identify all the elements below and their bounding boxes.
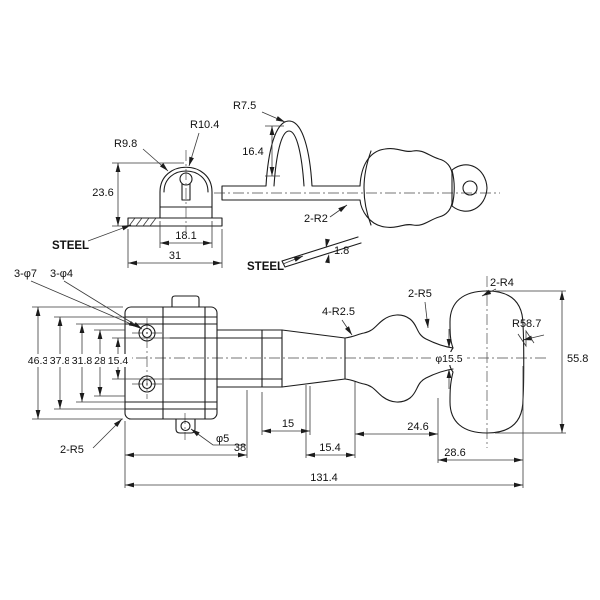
dim-31-8-label: 31.8 (72, 355, 93, 367)
large-radius-jog-mark (517, 329, 535, 348)
spring-arm-side (214, 120, 500, 201)
2-r2-label: 2-R2 (304, 213, 328, 225)
dia-5: φ5 (189, 427, 246, 446)
dim-1-8: 1.8 (323, 238, 349, 264)
dim-31-label: 31 (169, 250, 181, 262)
dim-46-3-label: 46.3 (28, 355, 49, 367)
radius-2-r5-bottom: 2-R5 (60, 417, 124, 456)
mount-hole-bottom-outer (138, 375, 156, 393)
centerlines-plan (60, 276, 548, 448)
radius-r9-8: R9.8 (114, 138, 170, 173)
dim-15-4-bottom-label: 15.4 (319, 442, 340, 454)
dim-131-4-label: 131.4 (310, 472, 338, 484)
mount-hole-bottom-inner (141, 378, 153, 390)
dim-15-label: 15 (282, 418, 294, 430)
2-r4-label: 2-R4 (490, 277, 514, 289)
dim-15: 15 (261, 386, 311, 435)
steel-spring-label: STEEL (247, 261, 284, 273)
steel-callout-spring: STEEL (247, 253, 304, 273)
holes-4-label: 3-φ4 (50, 268, 73, 280)
dim-28-label: 28 (94, 355, 106, 367)
steel-bracket-label: STEEL (52, 240, 89, 252)
r7-5-label: R7.5 (233, 100, 256, 112)
dim-15-4-left: 15.4 (105, 337, 170, 380)
handle-side (359, 148, 488, 228)
dim-18-1: 18.1 (159, 221, 213, 248)
dim-28-6-label: 28.6 (444, 447, 465, 459)
4-r2-5-label: 4-R2.5 (322, 306, 355, 318)
dim-15-4-bottom: 15.4 (305, 385, 355, 458)
dim-55-8-label: 55.8 (567, 353, 588, 365)
side-view: 23.6 18.1 31 16.4 R9.8 R (52, 100, 500, 273)
dim-23-6: 23.6 (92, 162, 184, 227)
radius-4-r2-5: 4-R2.5 (322, 306, 355, 337)
radius-r58-7: R58.7 (512, 318, 545, 348)
radius-2-r5-top: 2-R5 (408, 288, 432, 329)
r58-7-label: R58.7 (512, 318, 541, 330)
2-r5-top-label: 2-R5 (408, 288, 432, 300)
dim-46-3: 46.3 (25, 306, 123, 420)
r10-4-label: R10.4 (190, 119, 219, 131)
dim-24-6: 24.6 (354, 382, 439, 463)
radius-2-r4: 2-R4 (480, 277, 514, 299)
bracket-side (127, 150, 223, 232)
r9-8-label: R9.8 (114, 138, 137, 150)
mount-hole-top-inner (141, 327, 153, 339)
dim-31-8: 31.8 (69, 323, 125, 403)
dim-15-4-left-label: 15.4 (108, 355, 129, 367)
dia-5-label: φ5 (216, 433, 229, 445)
radius-r7-5: R7.5 (233, 100, 286, 125)
plan-view: 3-φ7 3-φ4 46.3 37.8 31.8 (14, 268, 588, 488)
holes-7-callout: 3-φ7 (14, 268, 140, 330)
dim-28: 28 (92, 329, 125, 397)
dim-23-6-label: 23.6 (92, 187, 113, 199)
dim-37-8-label: 37.8 (50, 355, 71, 367)
dim-131-4: 131.4 (125, 472, 523, 488)
tab-hole (180, 420, 191, 432)
dim-37-8: 37.8 (47, 316, 125, 410)
dim-31: 31 (127, 229, 223, 268)
dim-38-label: 38 (234, 442, 246, 454)
dia-15-5: φ15.5 (431, 329, 467, 389)
dim-38: 38 (124, 390, 248, 488)
bracket-plate-plan (124, 295, 218, 434)
dia-15-5-label: φ15.5 (435, 353, 462, 365)
steel-callout-bracket: STEEL (52, 222, 132, 252)
dim-16-4-label: 16.4 (242, 146, 263, 158)
holes-7-label: 3-φ7 (14, 268, 37, 280)
dim-55-8: 55.8 (495, 290, 588, 434)
dim-1-8-label: 1.8 (334, 245, 349, 257)
2-r5-bottom-label: 2-R5 (60, 444, 84, 456)
dim-28-6: 28.6 (438, 366, 524, 488)
radius-r10-4: R10.4 (186, 119, 219, 167)
dim-18-1-label: 18.1 (175, 230, 196, 242)
dim-16-4: 16.4 (242, 125, 284, 177)
holes-4-callout: 3-φ4 (50, 268, 144, 332)
mount-hole-top-outer (138, 324, 156, 342)
latch-body-plan (169, 314, 454, 403)
radius-2-r2: 2-R2 (304, 203, 349, 225)
dim-24-6-label: 24.6 (407, 421, 428, 433)
